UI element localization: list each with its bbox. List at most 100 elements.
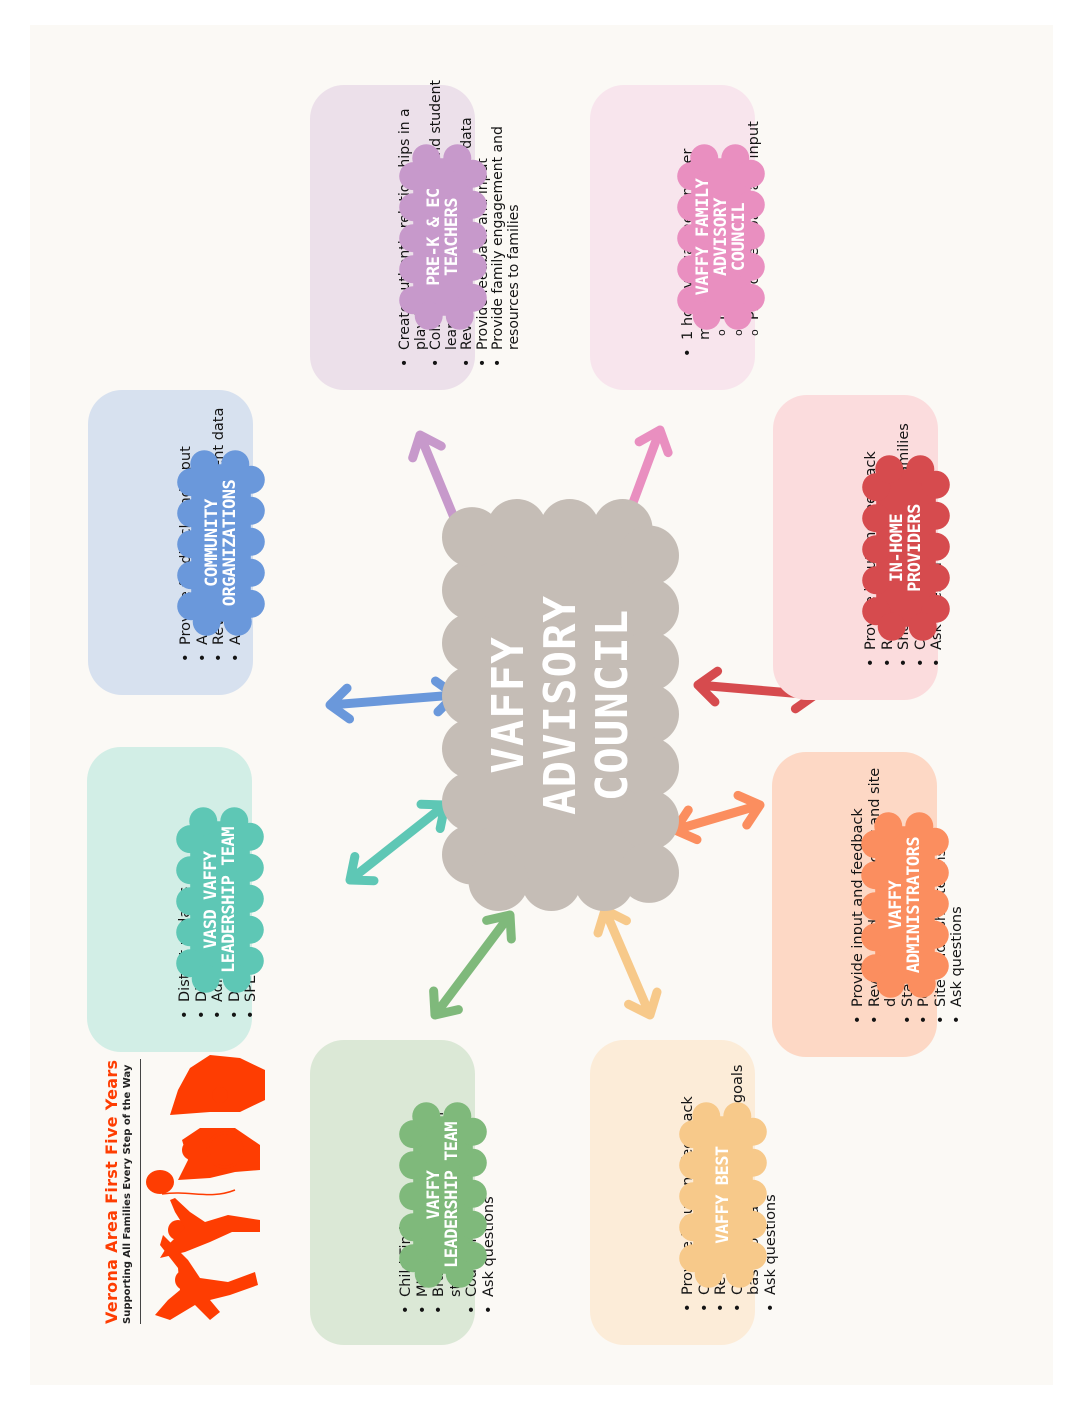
- badge-scallop: [412, 144, 441, 173]
- vasd-leadership-title: VASD VAFFY LEADERSHIP TEAM: [201, 826, 239, 974]
- badge-scallop: [458, 159, 487, 188]
- vaffy-leadership-badge: VAFFY LEADERSHIP TEAM: [399, 1102, 487, 1288]
- list-item: Ask questions: [949, 762, 966, 1007]
- badge-scallop: [862, 504, 891, 533]
- badge-scallop: [236, 527, 265, 556]
- badge-scallop: [190, 450, 219, 479]
- logo-title: Verona Area First Five Years: [102, 1059, 121, 1324]
- badge-scallop: [442, 560, 502, 621]
- rotated-canvas: VAFFY ADVISORY COUNCIL 1 hour virtual me…: [30, 25, 1053, 1385]
- vaffy-best-title: VAFFY BEST: [713, 1146, 733, 1244]
- badge-scallop: [236, 465, 265, 494]
- badge-scallop: [736, 221, 765, 250]
- badge-scallop: [399, 1182, 428, 1211]
- badge-scallop: [574, 851, 635, 911]
- badge-scallop: [619, 789, 679, 850]
- badge-scallop: [414, 301, 443, 330]
- badge-scallop: [679, 1182, 708, 1211]
- badge-scallop: [619, 631, 679, 692]
- badge-scallop: [235, 915, 264, 944]
- badge-scallop: [874, 812, 903, 841]
- community-organizations-title: COMMUNITY ORGANIZATIONS: [202, 479, 240, 607]
- badge-body: [875, 826, 935, 984]
- vaffy-best-badge: VAFFY BEST: [679, 1102, 767, 1288]
- administrators-badge: VAFFY ADMINISTRATORS: [861, 812, 949, 998]
- badge-scallop: [619, 525, 679, 586]
- badge-scallop: [921, 470, 950, 499]
- badge-shape: [862, 455, 950, 641]
- badge-scallop: [235, 822, 264, 851]
- arrow-vasd: [345, 799, 450, 886]
- badge-shape: [679, 1102, 767, 1288]
- badge-scallop: [738, 1148, 767, 1177]
- community-organizations-badge: COMMUNITY ORGANIZATIONS: [177, 450, 265, 636]
- badge-scallop: [679, 1151, 708, 1180]
- badge-scallop: [521, 851, 582, 911]
- badge-scallop: [176, 918, 205, 947]
- badge-scallop: [442, 771, 502, 832]
- arrow-best: [593, 905, 662, 1020]
- badge-scallop: [458, 252, 487, 281]
- badge-body: [190, 821, 250, 979]
- badge-scallop: [738, 1210, 767, 1239]
- badge-scallop: [177, 530, 206, 559]
- badge-scallop: [723, 301, 752, 330]
- badge-scallop: [235, 884, 264, 913]
- list-item: Provide family engagement and resources …: [490, 75, 522, 350]
- badge-scallop: [176, 856, 205, 885]
- badge-scallop: [458, 1179, 487, 1208]
- badge-scallop: [223, 607, 252, 636]
- arrow-leadership: [429, 910, 516, 1020]
- badge-scallop: [861, 861, 890, 890]
- arrow-community: [325, 676, 460, 724]
- badge-scallop: [736, 159, 765, 188]
- badge-scallop: [458, 1117, 487, 1146]
- badge-scallop: [189, 807, 218, 836]
- badge-scallop: [677, 193, 706, 222]
- badge-scallop: [399, 1151, 428, 1180]
- badge-scallop: [619, 842, 679, 903]
- badge-scallop: [921, 532, 950, 561]
- badge-scallop: [236, 496, 265, 525]
- badge-shape: [177, 450, 265, 636]
- badge-scallop: [738, 1117, 767, 1146]
- badge-scallop: [694, 1259, 723, 1288]
- badge-scallop: [176, 887, 205, 916]
- badge-scallop: [921, 563, 950, 592]
- prek-teachers-title: PRE-K & EC TEACHERS: [424, 188, 462, 286]
- badge-scallop: [222, 964, 251, 993]
- badge-body: [413, 1116, 473, 1274]
- badge-body: [876, 469, 936, 627]
- logo: Verona Area First Five Years Supporting …: [60, 1040, 300, 1340]
- badge-scallop: [907, 969, 936, 998]
- center-title: VAFFY ADVISORY COUNCIL: [482, 595, 638, 815]
- badge-shape: [399, 144, 487, 330]
- badge-scallop: [875, 455, 904, 484]
- arrow-admins: [670, 790, 765, 845]
- vaffy-leadership-title: VAFFY LEADERSHIP TEAM: [424, 1121, 462, 1269]
- badge-scallop: [908, 612, 937, 641]
- family-silhouette-logo: [146, 1055, 265, 1320]
- badge-scallop: [445, 301, 474, 330]
- badge-scallop: [920, 827, 949, 856]
- badge-shape: [399, 1102, 487, 1288]
- in-home-providers-badge: IN-HOME PROVIDERS: [862, 455, 950, 641]
- badge-scallop: [458, 1210, 487, 1239]
- badge-scallop: [677, 255, 706, 284]
- badge-scallop: [920, 889, 949, 918]
- badge-body: [691, 158, 751, 316]
- badge-body: [693, 1116, 753, 1274]
- badge-body: [472, 529, 649, 881]
- badge-scallop: [539, 499, 600, 559]
- logo-divider: [140, 1059, 141, 1324]
- badge-scallop: [412, 1102, 441, 1131]
- badge-shape: [861, 812, 949, 998]
- badge-scallop: [458, 1148, 487, 1177]
- badge-scallop: [445, 1259, 474, 1288]
- badge-scallop: [736, 190, 765, 219]
- badge-scallop: [442, 665, 502, 726]
- badge-scallop: [692, 301, 721, 330]
- badge-scallop: [399, 1213, 428, 1242]
- family-council-title: VAFFY FAMILY ADVISORY COUNCIL: [693, 178, 749, 296]
- badge-scallop: [192, 607, 221, 636]
